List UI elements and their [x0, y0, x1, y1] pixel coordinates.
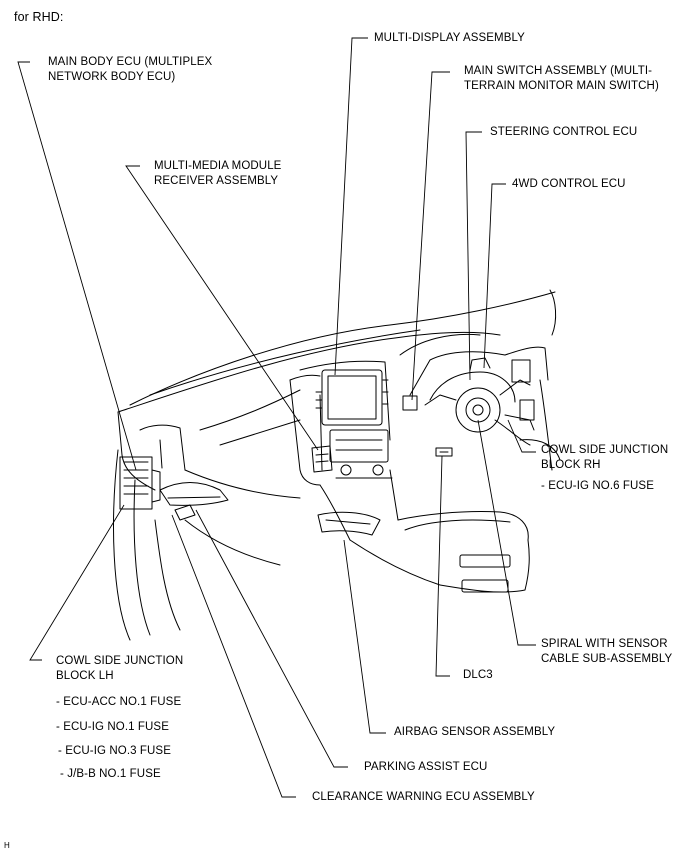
label-multi-media-module: MULTI-MEDIA MODULE RECEIVER ASSEMBLY: [154, 160, 282, 187]
label-cowl-side-junction-block-lh: COWL SIDE JUNCTION BLOCK LH: [56, 655, 184, 682]
label-ecu-ig-no3-fuse: - ECU-IG NO.3 FUSE: [58, 745, 171, 757]
label-4wd-control-ecu: 4WD CONTROL ECU: [512, 178, 626, 190]
label-clearance-warning-ecu: CLEARANCE WARNING ECU ASSEMBLY: [312, 791, 535, 803]
label-ecu-ig-no6-fuse: - ECU-IG NO.6 FUSE: [541, 480, 654, 492]
label-multi-display-assembly: MULTI-DISPLAY ASSEMBLY: [374, 32, 525, 44]
label-steering-control-ecu: STEERING CONTROL ECU: [490, 126, 638, 138]
figure-code: H: [4, 841, 10, 850]
label-spiral-cable: SPIRAL WITH SENSOR CABLE SUB-ASSEMBLY: [541, 638, 673, 665]
diagram-heading: for RHD:: [14, 10, 64, 24]
label-ecu-acc-no1-fuse: - ECU-ACC NO.1 FUSE: [56, 696, 182, 708]
label-parking-assist-ecu: PARKING ASSIST ECU: [364, 761, 488, 773]
label-ecu-ig-no1-fuse: - ECU-IG NO.1 FUSE: [56, 721, 169, 733]
label-main-switch-assembly: MAIN SWITCH ASSEMBLY (MULTI- TERRAIN MON…: [464, 65, 659, 92]
label-main-body-ecu: MAIN BODY ECU (MULTIPLEX NETWORK BODY EC…: [48, 56, 213, 83]
label-airbag-sensor-assembly: AIRBAG SENSOR ASSEMBLY: [394, 726, 556, 738]
label-cowl-side-junction-block-rh: COWL SIDE JUNCTION BLOCK RH: [541, 444, 669, 471]
label-jb-b-no1-fuse: - J/B-B NO.1 FUSE: [60, 768, 161, 780]
label-dlc3: DLC3: [463, 669, 493, 681]
